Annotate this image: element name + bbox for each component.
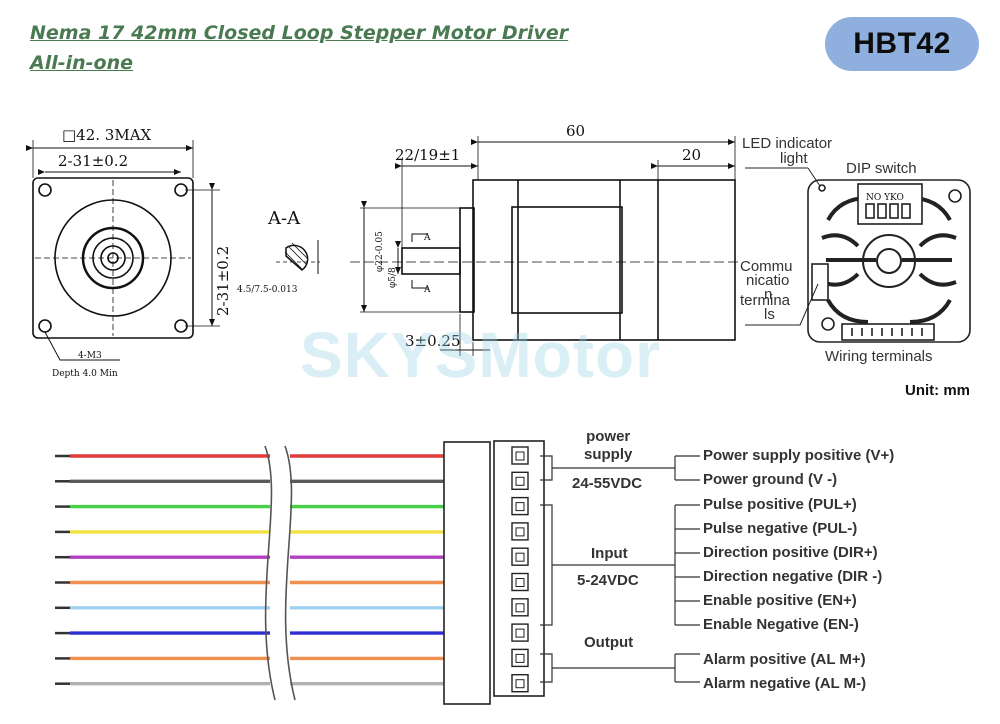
hole-note-thread: 4-M3: [78, 351, 102, 361]
dip-marks: NO YKO: [866, 193, 904, 203]
wire-bundle: [55, 454, 444, 686]
motor-body-outline: [472, 179, 736, 341]
wiring-terminal-block: [841, 323, 935, 341]
power-label-line1: power: [586, 428, 631, 445]
cable-break: [264, 445, 296, 701]
power-voltage-range: 24-55VDC: [572, 475, 643, 492]
driver-screw: [948, 189, 962, 203]
flange-boss: [459, 207, 475, 313]
unit-label: Unit: mm: [905, 382, 970, 399]
connector-pins: [511, 446, 529, 693]
signal-leaders: [540, 455, 700, 683]
led-label-line1: LED indicator: [742, 135, 832, 152]
pin-label-enminus: Enable Negative (EN-): [703, 616, 859, 633]
dim-driver-length: 20: [682, 146, 701, 164]
connector-pin-socket: [515, 476, 525, 486]
connector-pin-socket: [515, 578, 525, 587]
dim-shaft-length: 22/19±1: [395, 146, 460, 164]
connector-housing: [443, 441, 491, 705]
mount-hole: [38, 183, 52, 197]
pin-label-vplus: Power supply positive (V+): [703, 447, 895, 464]
pin-label-almplus: Alarm positive (AL M+): [703, 651, 866, 668]
led-indicator: [818, 184, 826, 192]
connector-pin-socket: [515, 603, 525, 613]
pin-label-vminus: Power ground (V -): [703, 471, 838, 488]
connector-pin-socket: [515, 451, 525, 461]
dim-boss-dia: φ22-0.05: [375, 231, 385, 272]
motor-stator: [511, 206, 623, 314]
power-label-line2: supply: [584, 446, 633, 463]
comm-label-3: n: [764, 286, 772, 303]
pin-label-enplus: Enable positive (EN+): [703, 592, 857, 609]
comm-label-2: nicatio: [746, 272, 789, 289]
section-mark: A: [423, 233, 431, 243]
pin-label-dirplus: Direction positive (DIR+): [703, 544, 878, 561]
dip-switch-label: DIP switch: [846, 160, 917, 177]
hole-note-depth: Depth 4.0 Min: [52, 369, 118, 379]
connector-pin-socket: [515, 653, 525, 663]
connector-pin-socket: [515, 502, 525, 512]
title-line-2: All-in-one: [30, 52, 134, 74]
connector-pin-socket: [515, 527, 525, 537]
dim-flange: 3±0.25: [405, 332, 461, 350]
section-mark: A: [423, 285, 431, 295]
section-dim: 4.5/7.5-0.013: [237, 285, 298, 295]
driver-back-outline: [807, 179, 971, 343]
pin-label-pulminus: Pulse negative (PUL-): [703, 520, 858, 537]
mount-hole: [38, 319, 52, 333]
dim-length: 60: [566, 122, 585, 140]
output-group-label: Output: [584, 634, 634, 651]
title-line-1: Nema 17 42mm Closed Loop Stepper Motor D…: [30, 22, 569, 44]
comm-label-1: Commu: [740, 258, 793, 275]
pin-label-pulplus: Pulse positive (PUL+): [703, 496, 857, 513]
section-label: A-A: [267, 208, 301, 229]
pin-label-dirminus: Direction negative (DIR -): [703, 568, 883, 585]
side-view: [350, 136, 740, 356]
connector-pin-socket: [515, 628, 525, 638]
motor-shaft: [401, 247, 461, 275]
comm-terminal: [811, 263, 829, 301]
input-group-label: Input: [591, 545, 628, 562]
pin-label-almminus: Alarm negative (AL M-): [703, 675, 867, 692]
connector-pin-socket: [515, 679, 525, 689]
connector-pin-socket: [515, 552, 525, 562]
wiring-terminals-label: Wiring terminals: [825, 348, 933, 365]
power-group-label: power supply: [584, 428, 632, 464]
dim-body-width: □42. 3MAX: [62, 126, 152, 144]
model-badge: HBT42: [825, 17, 979, 71]
driver-screw: [821, 317, 835, 331]
section-view: [276, 240, 320, 274]
led-label-line2: light: [780, 150, 808, 167]
dim-hole-spacing-v: 2-31±0.2: [214, 246, 232, 316]
input-voltage-range: 5-24VDC: [577, 572, 639, 589]
dim-shaft-dia: φ5/8: [388, 267, 398, 288]
comm-label-5: ls: [764, 306, 775, 323]
comm-label-4: termina: [740, 292, 791, 309]
front-view: [26, 140, 220, 361]
back-view: [745, 167, 971, 343]
dim-hole-spacing-h: 2-31±0.2: [58, 152, 128, 170]
front-view-outline: [32, 177, 194, 339]
